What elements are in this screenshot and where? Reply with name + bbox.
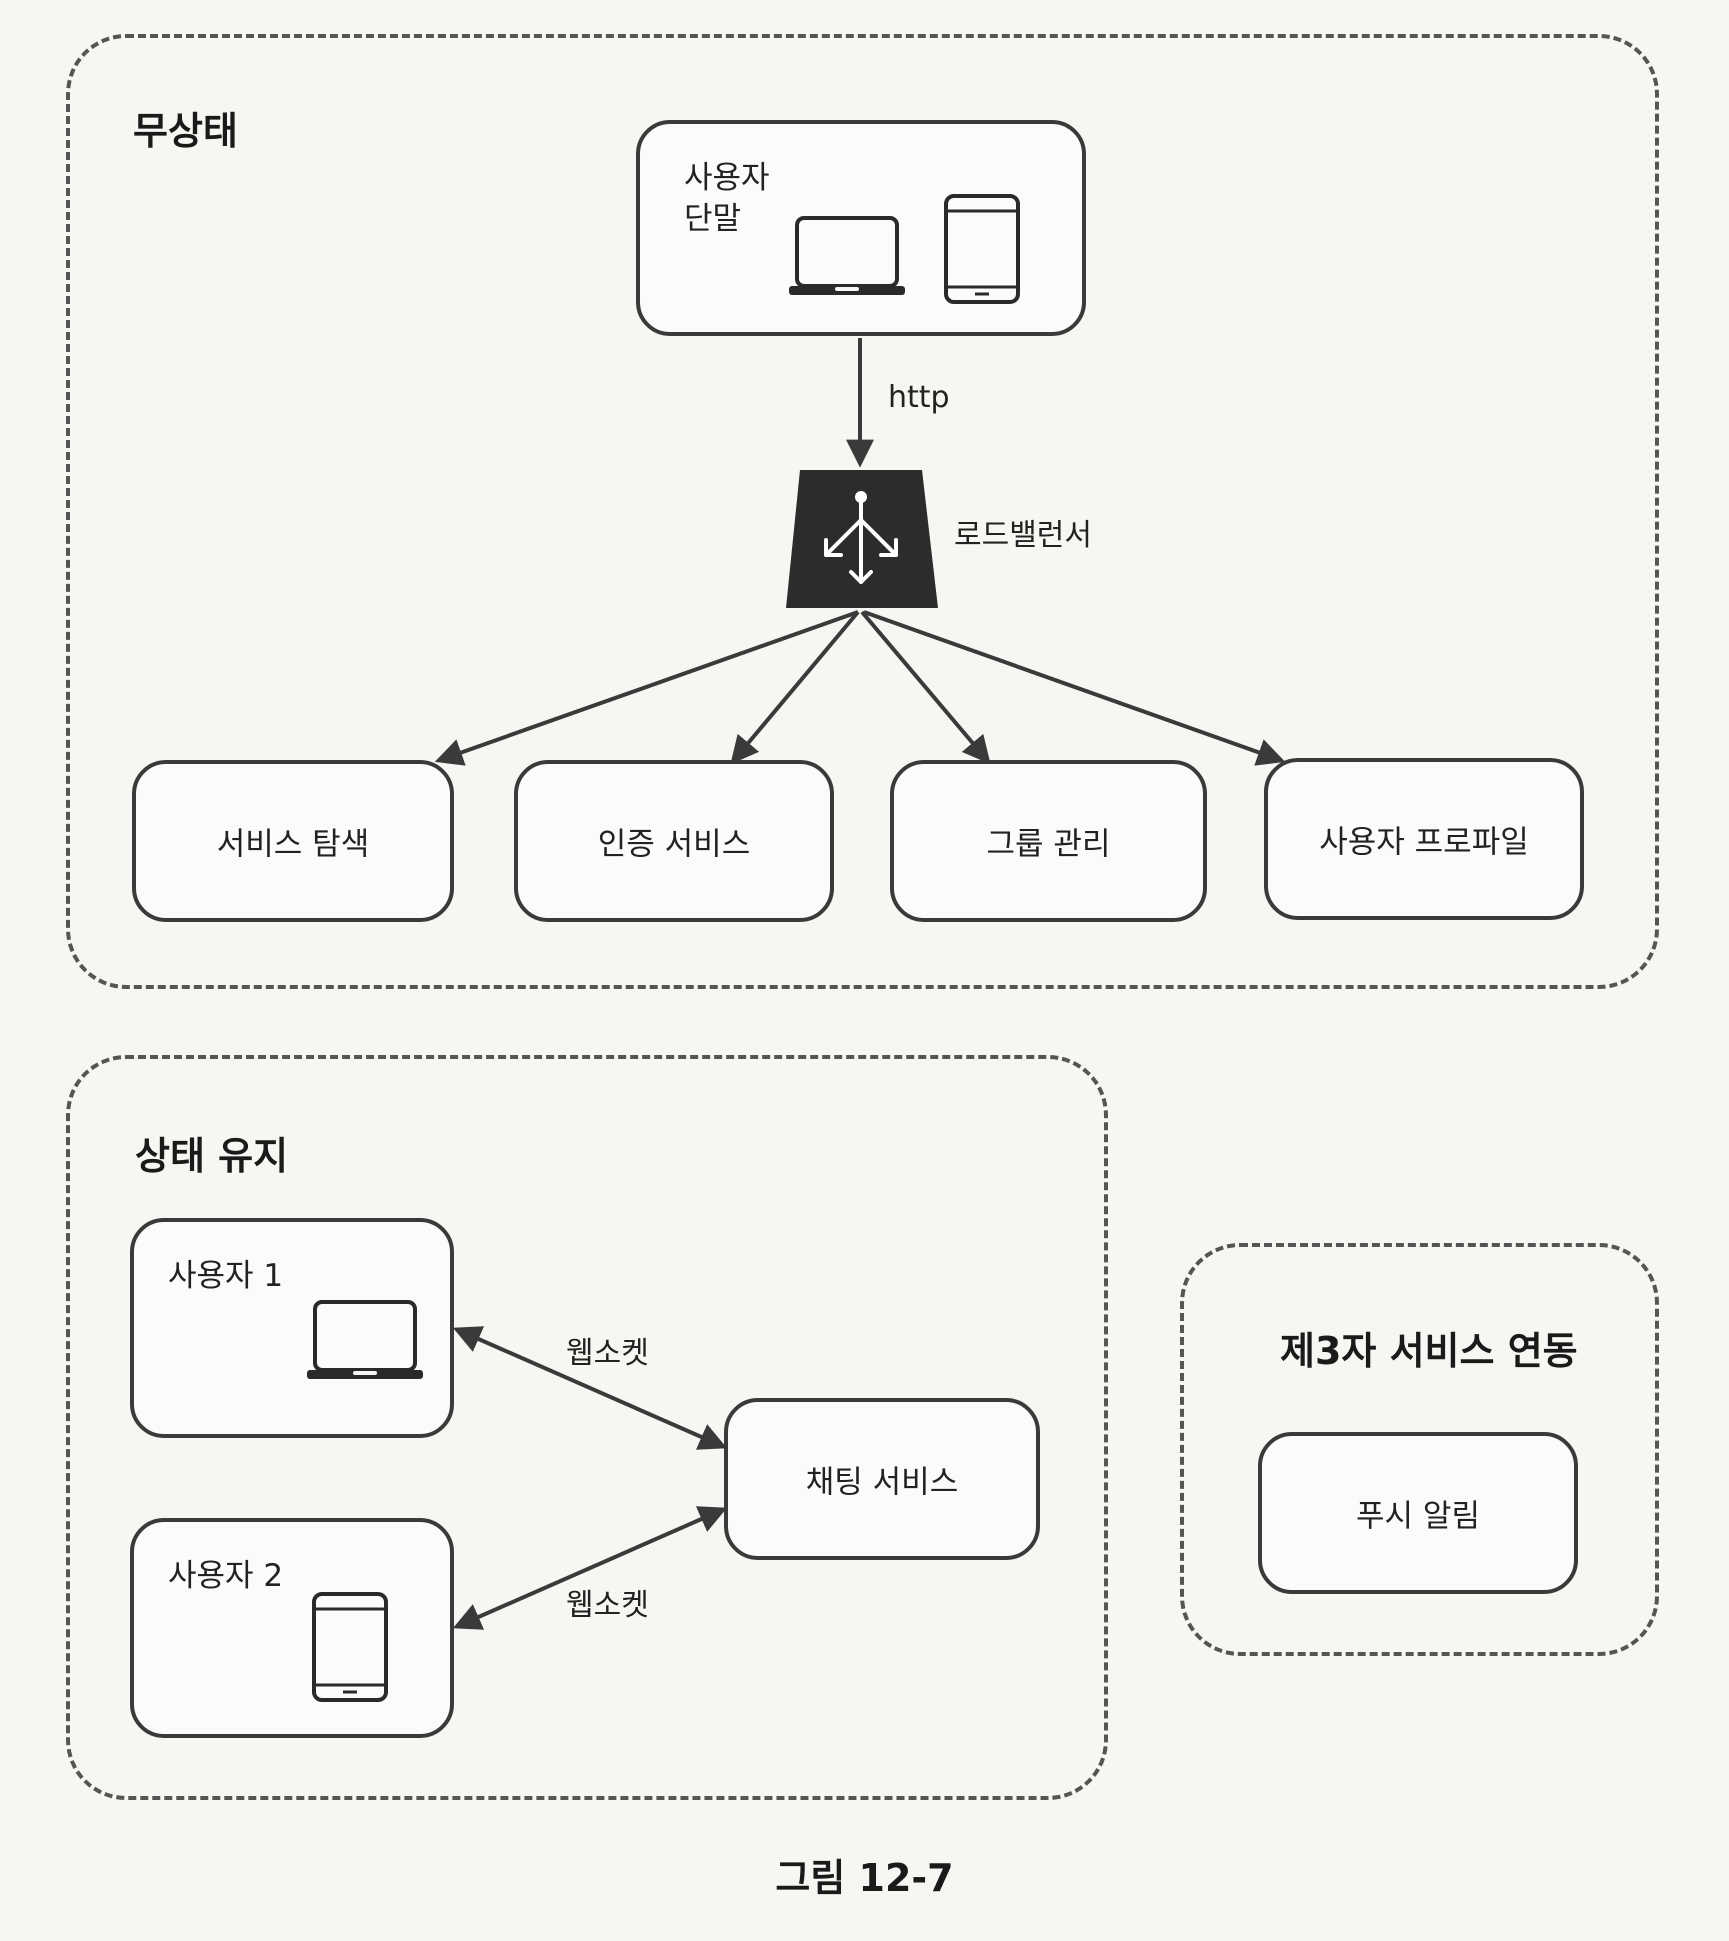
laptop-icon xyxy=(789,216,905,295)
load-balancer-icon xyxy=(786,470,938,608)
websocket-arrow-user1 xyxy=(452,1326,728,1450)
stateful-title: 상태 유지 xyxy=(135,1134,289,1178)
user2-box: 사용자 2 xyxy=(130,1518,454,1738)
chat-service-box: 채팅 서비스 xyxy=(724,1398,1040,1560)
group-management-box: 그룹 관리 xyxy=(890,760,1207,922)
lb-to-group-management-arrow xyxy=(860,610,991,765)
load-balancer-label: 로드밸런서 xyxy=(954,518,1092,553)
push-notification-box: 푸시 알림 xyxy=(1258,1432,1578,1594)
user-devices-label: 사용자 단말 xyxy=(684,160,770,237)
push-notification-label: 푸시 알림 xyxy=(1356,1498,1480,1535)
auth-service-box: 인증 서비스 xyxy=(514,760,834,922)
service-discovery-box: 서비스 탐색 xyxy=(132,760,454,922)
figure-caption: 그림 12-7 xyxy=(775,1856,954,1900)
service-discovery-label: 서비스 탐색 xyxy=(216,826,370,863)
third-party-group xyxy=(1180,1243,1659,1656)
websocket-arrow-user2 xyxy=(452,1506,728,1630)
lb-to-service-discovery-arrow xyxy=(434,610,859,766)
user1-laptop-icon xyxy=(307,1300,423,1379)
user-profile-box: 사용자 프로파일 xyxy=(1264,758,1584,920)
user2-tablet-icon xyxy=(312,1592,388,1702)
stateless-title: 무상태 xyxy=(133,109,238,153)
lb-to-user-profile-arrow xyxy=(863,610,1286,766)
user-profile-label: 사용자 프로파일 xyxy=(1319,824,1529,861)
user2-label: 사용자 2 xyxy=(168,1558,284,1594)
auth-service-label: 인증 서비스 xyxy=(597,826,751,863)
stateful-group xyxy=(66,1055,1108,1800)
user1-box: 사용자 1 xyxy=(130,1218,454,1438)
http-label: http xyxy=(888,380,950,415)
chat-service-label: 채팅 서비스 xyxy=(805,1464,959,1501)
stateless-group xyxy=(66,34,1659,989)
group-management-label: 그룹 관리 xyxy=(986,826,1111,863)
user1-label: 사용자 1 xyxy=(168,1258,284,1294)
tablet-icon xyxy=(944,194,1020,304)
lb-to-auth-service-arrow xyxy=(730,610,860,765)
user-devices-box: 사용자 단말 xyxy=(636,120,1086,336)
third-party-title: 제3자 서비스 연동 xyxy=(1280,1329,1578,1373)
